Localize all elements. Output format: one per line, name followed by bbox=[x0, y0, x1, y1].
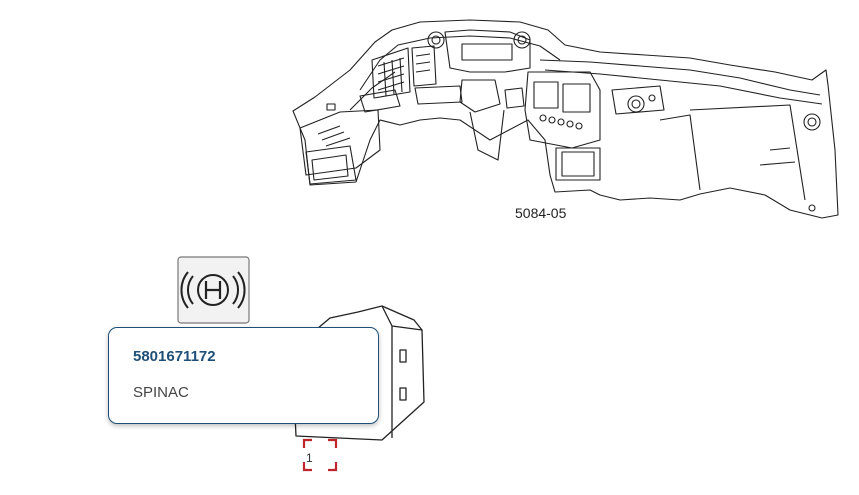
callout-number[interactable]: 1 bbox=[306, 451, 313, 465]
callout-highlight[interactable] bbox=[302, 438, 338, 472]
parking-brake-icon bbox=[177, 256, 250, 324]
part-tooltip: 5801671172 SPINAC bbox=[108, 327, 379, 436]
part-description: SPINAC bbox=[133, 384, 189, 401]
figure-label: 5084-05 bbox=[515, 205, 567, 221]
dashboard-drawing bbox=[292, 19, 839, 219]
part-number[interactable]: 5801671172 bbox=[133, 348, 216, 365]
